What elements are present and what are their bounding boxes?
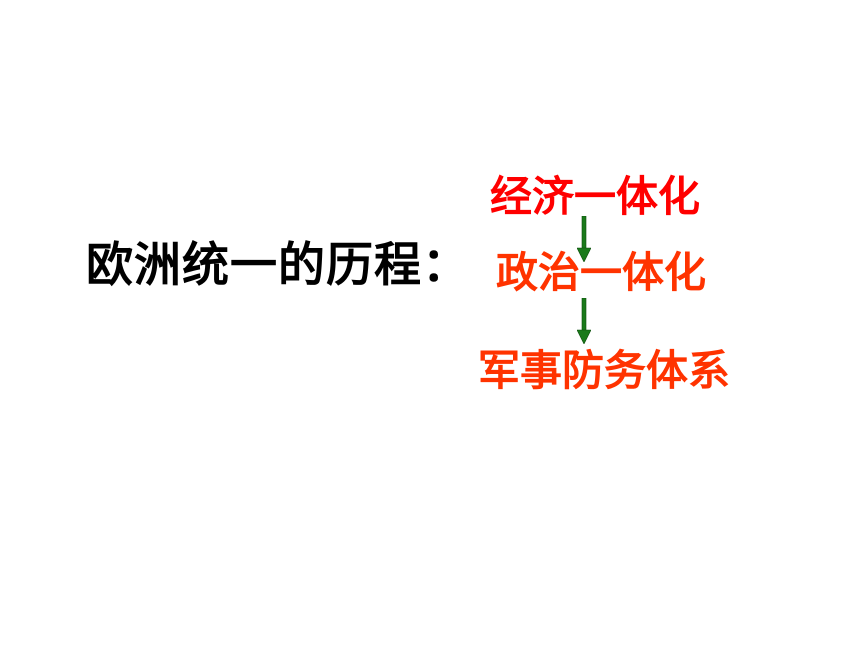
- step-military-defense-system: 军事防务体系: [478, 346, 731, 395]
- arrow-shaft: [581, 216, 587, 251]
- arrow-head: [577, 329, 591, 344]
- step-political-integration: 政治一体化: [496, 248, 707, 297]
- down-arrow-icon: [577, 298, 591, 344]
- diagram-title: 欧洲统一的历程：: [86, 238, 470, 293]
- arrow-shaft: [581, 298, 587, 333]
- step-economic-integration: 经济一体化: [490, 172, 701, 221]
- arrow-head: [577, 247, 591, 262]
- down-arrow-icon: [577, 216, 591, 262]
